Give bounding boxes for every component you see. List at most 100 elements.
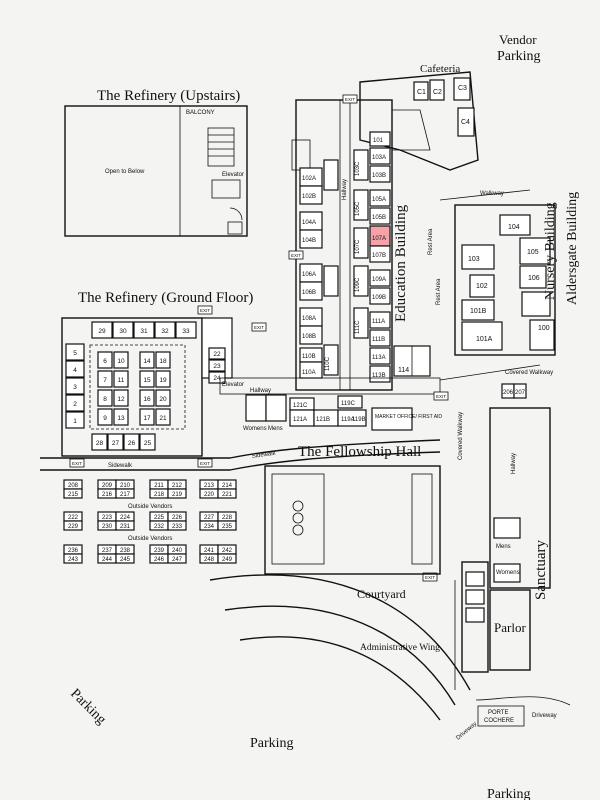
- exit-icon: EXIT: [254, 325, 264, 330]
- room-110B: 110B: [302, 354, 316, 360]
- booth-label: 25: [144, 440, 152, 447]
- booth: [155, 370, 171, 388]
- room-C2: C2: [433, 89, 442, 96]
- courtyard-area: [209, 574, 471, 721]
- vendor-booth-label: 244: [102, 557, 113, 563]
- outside-vendors-label-2: Outside Vendors: [128, 536, 172, 542]
- vendor-booth: [63, 488, 83, 499]
- booth-label: 7: [103, 377, 107, 384]
- room-110C: 110C: [325, 356, 331, 371]
- vendor-booth-label: 235: [222, 524, 233, 530]
- nursery-room-labels: 103 104 105 106 102 101B 101A 100: [468, 224, 550, 343]
- porte-label: PORTE: [488, 710, 509, 716]
- vendor-booth-label: 246: [154, 557, 165, 563]
- refinery-ground-title: The Refinery (Ground Floor): [78, 290, 253, 306]
- booth-label: 19: [159, 377, 167, 384]
- vendor-booth-label: 208: [68, 483, 79, 489]
- fellowship-hall: [264, 465, 441, 575]
- booth: [154, 321, 176, 339]
- room-121B: 121B: [316, 417, 330, 423]
- vendor-booth-label: 210: [120, 483, 131, 489]
- booth-label: 21: [159, 415, 167, 422]
- exit-icon: EXIT: [200, 461, 210, 466]
- room-C1: C1: [417, 89, 426, 96]
- parking-left-label: Parking: [67, 686, 108, 727]
- vendor-booth-label: 238: [120, 548, 131, 554]
- booth: [139, 433, 156, 451]
- vendor-booth: [63, 553, 83, 564]
- vendor-booth: [115, 553, 135, 564]
- booth: [139, 408, 155, 426]
- booth: [139, 370, 155, 388]
- room-102-n: 102: [476, 283, 488, 290]
- room-C4: C4: [461, 119, 470, 126]
- vendor-booth-label: 245: [120, 557, 131, 563]
- booth: [97, 370, 113, 388]
- room-113B: 113B: [372, 373, 386, 379]
- booth: [107, 433, 124, 451]
- education-building-label: Education Building: [393, 204, 409, 322]
- room-103A: 103A: [372, 155, 386, 161]
- covered-walkway-2-label: Covered Walkway: [458, 412, 464, 460]
- room-101A-n: 101A: [476, 336, 493, 343]
- room-119B: 119B: [352, 417, 366, 423]
- booth: [123, 433, 140, 451]
- room-C3: C3: [458, 85, 467, 92]
- vendor-booth-label: 214: [222, 483, 233, 489]
- booth-label: 12: [117, 396, 125, 403]
- porte-cochere: [477, 705, 525, 727]
- hallway-education-label: Hallway: [342, 179, 348, 200]
- booth-label: 15: [143, 377, 151, 384]
- booth: [65, 360, 85, 378]
- room-103C: 103C: [355, 161, 361, 176]
- booth-label: 31: [140, 328, 148, 335]
- education-building: [291, 99, 431, 391]
- refinery-upstairs-title: The Refinery (Upstairs): [97, 88, 240, 104]
- booth: [113, 408, 129, 426]
- driveway-2-label: Driveway: [455, 721, 478, 741]
- booth: [155, 408, 171, 426]
- booth-label: 29: [98, 328, 106, 335]
- education-room-labels: 101 103A 103B 105A 105B 107A 107B 109A 1…: [302, 138, 409, 379]
- outside-vendors-label-1: Outside Vendors: [128, 504, 172, 510]
- nursery-building-label: Nursery Building: [543, 202, 558, 300]
- vendor-label: Vendor: [499, 32, 537, 47]
- sidewalk: [40, 439, 441, 471]
- booth-label: 14: [143, 358, 151, 365]
- booth: [65, 377, 85, 395]
- vendor-booth-label: 232: [154, 524, 165, 530]
- room-111B: 111B: [372, 337, 385, 343]
- room-121C: 121C: [293, 403, 308, 409]
- covered-walkway-label: Covered Walkway: [505, 370, 553, 376]
- vendor-booth-label: 213: [204, 483, 215, 489]
- vendor-booth-label: 221: [222, 492, 233, 498]
- booth: [208, 347, 226, 360]
- room-104B: 104B: [302, 238, 316, 244]
- aldersgate-building-label: Aldersgate Building: [565, 192, 580, 305]
- vendor-booth-label: 236: [68, 548, 79, 554]
- exit-markers: EXIT EXIT EXIT EXIT EXIT EXIT EXIT EXIT: [69, 94, 449, 582]
- vendor-booth-label: 217: [120, 492, 131, 498]
- room-109B: 109B: [372, 295, 386, 301]
- booth-label: 8: [103, 396, 107, 403]
- open-to-below-label: Open to Below: [105, 169, 145, 175]
- booth: [65, 394, 85, 412]
- exit-icon: EXIT: [425, 575, 435, 580]
- room-119C: 119C: [341, 401, 356, 407]
- vendor-booth: [115, 488, 135, 499]
- room-104A: 104A: [302, 220, 316, 226]
- vendor-booth: [115, 520, 135, 531]
- exit-icon: EXIT: [72, 461, 82, 466]
- vendor-booth-label: 216: [102, 492, 113, 498]
- cafeteria-label: Cafeteria: [420, 63, 460, 75]
- vendor-booth: [167, 488, 187, 499]
- vendor-booth-label: 249: [222, 557, 233, 563]
- vendor-booth: [217, 520, 237, 531]
- booth-label: 27: [112, 440, 120, 447]
- vendor-booth: [63, 520, 83, 531]
- hallway-ground-label: Hallway: [250, 388, 271, 394]
- rest-area-label: Rest Area: [428, 228, 434, 255]
